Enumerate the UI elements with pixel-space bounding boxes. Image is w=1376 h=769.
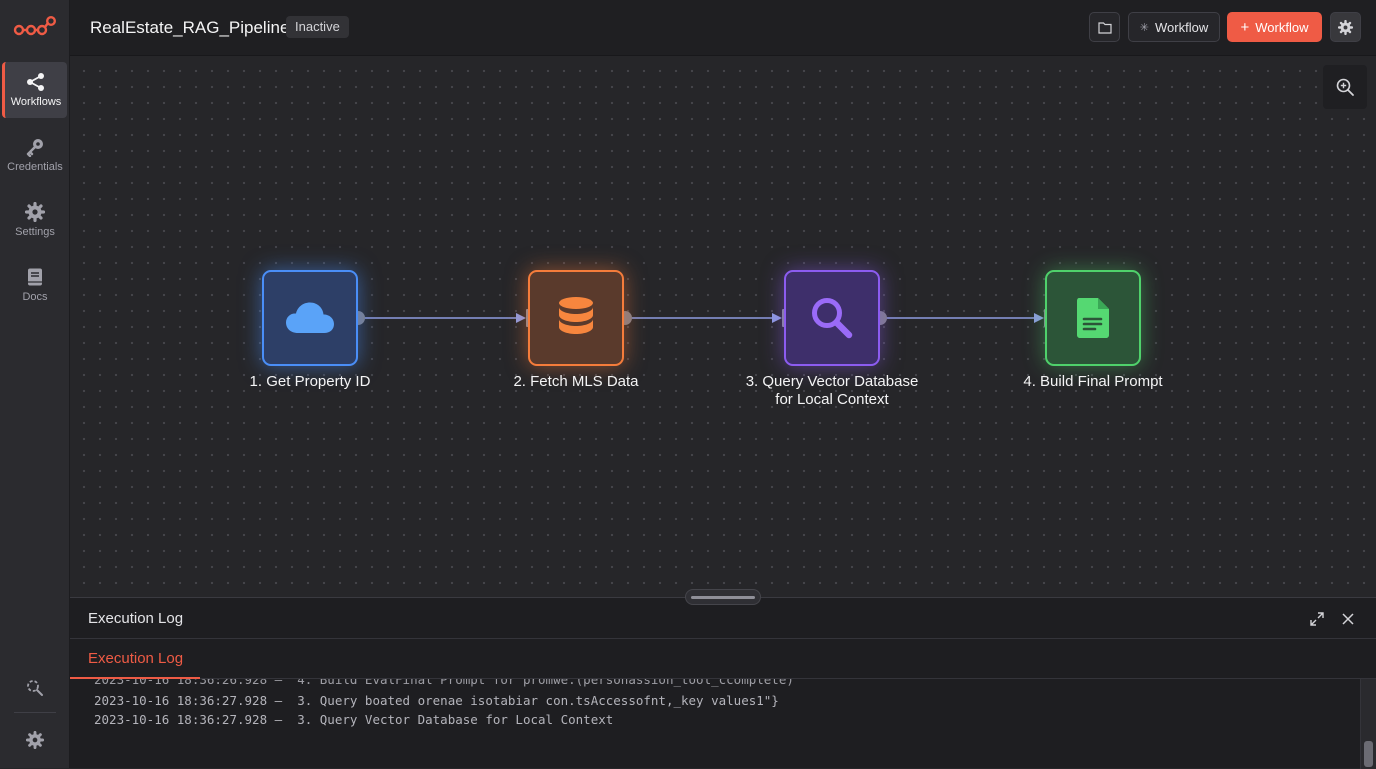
folder-icon [1097,21,1112,34]
sidebar-item-label: Workflows [10,96,62,108]
connection-1-2[interactable] [358,313,526,323]
top-bar: RealEstate_RAG_Pipeline Inactive ✳ Workf… [70,0,1376,56]
execution-log-panel: Execution Log Execution Log 2023-10-16 1… [70,597,1376,769]
panel-title: Execution Log [88,610,184,627]
scrollbar-thumb[interactable] [1364,741,1373,767]
add-workflow-label: Workflow [1255,19,1309,35]
node-label: 4. Build Final Prompt [1023,373,1163,390]
sidebar-item-docs[interactable]: Docs [0,257,70,313]
connection-2-3[interactable] [625,313,782,323]
sidebar-item-credentials[interactable]: Credentials [0,127,70,183]
expand-icon [1310,612,1324,626]
sidebar-item-label: Settings [15,226,55,238]
log-scrollbar[interactable] [1360,679,1376,769]
log-line: 2023-10-16 18:36:27.928 – 3. Query Vecto… [94,712,614,727]
database-icon [559,297,593,334]
gear-icon [26,731,44,749]
workflow-canvas[interactable]: 1. Get Property ID 2. Fetch MLS Data 3. … [70,57,1376,597]
sidebar-item-workflows[interactable]: Workflows [2,62,67,118]
sidebar-magic-search[interactable] [0,674,70,702]
gear-icon [1338,19,1353,35]
status-badge[interactable]: Inactive [286,16,349,38]
zoom-in-icon [1336,78,1354,96]
zoom-in-button[interactable] [1323,65,1367,109]
close-panel-button[interactable] [1339,610,1357,628]
gear-icon [25,202,45,222]
plus-icon: + [1240,18,1250,36]
node-fetch-mls-data[interactable] [528,270,624,366]
workflow-settings-button[interactable] [1330,12,1361,42]
panel-tabs: Execution Log [70,638,1376,679]
workflow-menu-button[interactable]: ✳ Workflow [1128,12,1220,42]
open-folder-button[interactable] [1089,12,1120,42]
connection-3-4[interactable] [880,313,1044,323]
document-icon [1077,298,1109,338]
sidebar-divider [14,712,56,713]
tab-execution-log[interactable]: Execution Log [88,650,184,667]
node-label: 2. Fetch MLS Data [513,373,639,390]
sidebar-item-label: Credentials [7,161,63,173]
share-nodes-icon [27,73,44,91]
key-icon [26,139,43,157]
sidebar-item-settings[interactable]: Settings [0,192,70,248]
node-build-final-prompt[interactable] [1045,270,1141,366]
app-logo[interactable] [0,0,70,56]
expand-panel-button[interactable] [1308,610,1326,628]
sidebar-item-label: Docs [22,291,48,303]
add-workflow-button[interactable]: + Workflow [1227,12,1322,42]
log-output[interactable]: 2023-10-16 18:36:26.928 – 4. Build EvalF… [70,679,1360,769]
active-tab-indicator [70,677,200,679]
node-get-property-id[interactable] [262,270,358,366]
node-label: 1. Get Property ID [249,373,371,390]
workflow-title[interactable]: RealEstate_RAG_Pipeline [90,18,290,37]
workflow-menu-label: Workflow [1155,19,1209,35]
sidebar-settings-bottom[interactable] [0,726,70,754]
close-icon [1342,613,1354,625]
cloud-icon [286,302,334,333]
magic-search-icon [27,680,43,696]
node-label: 3. Query Vector Database for Local Conte… [745,373,919,408]
log-line: 2023-10-16 18:36:26.928 – 4. Build EvalF… [94,679,794,687]
log-line: 2023-10-16 18:36:27.928 – 3. Query boate… [94,693,779,708]
book-icon [28,268,42,286]
node-query-vector-database[interactable] [784,270,880,366]
sidebar: Workflows Credentials Settings Docs [0,0,70,768]
logo-icon [13,16,57,36]
sparkle-icon: ✳ [1139,21,1149,34]
search-icon [812,298,853,339]
panel-resize-handle[interactable] [685,589,761,605]
